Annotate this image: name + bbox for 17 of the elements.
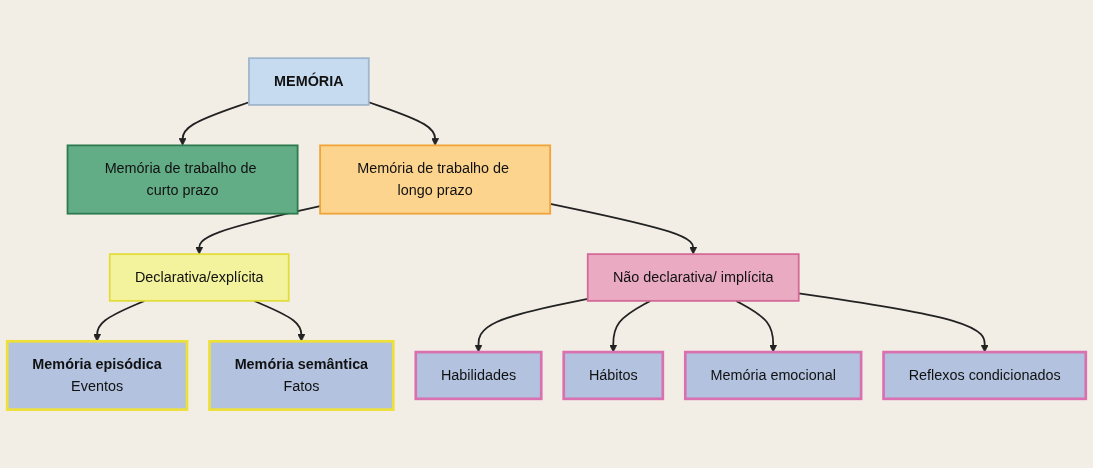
node-box: MEMÓRIA	[248, 57, 370, 106]
arrow	[93, 300, 146, 342]
node-box: Declarativa/explícita	[108, 253, 290, 302]
node-box: Habilidades	[414, 350, 543, 401]
arrow	[253, 300, 306, 342]
arrow	[609, 300, 652, 353]
arrow	[735, 300, 778, 353]
node-box: Memória de trabalho de longo prazo	[319, 144, 552, 215]
node-box: Hábitos	[562, 350, 665, 401]
node-box: Memória de trabalho de curto prazo	[66, 144, 299, 215]
node-box: Memória semântica Fatos	[208, 340, 395, 412]
arrow	[474, 298, 589, 353]
node-box: Não declarativa/ implícita	[586, 253, 800, 302]
arrow	[178, 101, 250, 146]
node-box: Memória episódica Eventos	[5, 340, 189, 412]
node-box: Memória emocional	[683, 350, 863, 401]
node-box: Reflexos condicionados	[882, 350, 1088, 401]
